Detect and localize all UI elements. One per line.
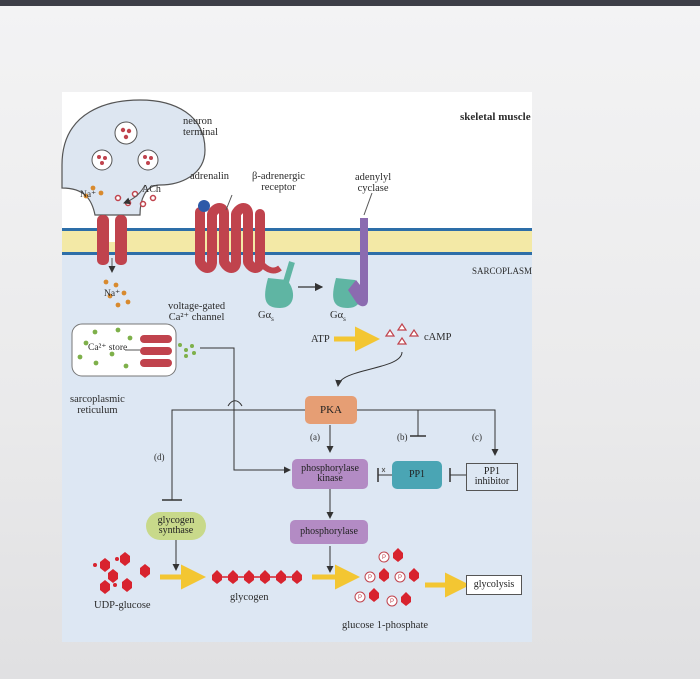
adrenalin-molecule (198, 200, 210, 212)
phosphate-label: P (358, 595, 362, 601)
g-alpha-s-protein-1 (265, 278, 294, 308)
label-ach: ACh (142, 184, 161, 195)
window-top-bar (0, 0, 700, 6)
phosphate-label: P (368, 575, 372, 581)
vesicle (91, 121, 159, 171)
phosphate-label: P (390, 599, 394, 605)
pka-box: PKA (305, 396, 357, 424)
membrane-lipid-bilayer (62, 231, 532, 252)
label-adrenalin: adrenalin (190, 171, 230, 182)
label-voltage-gated-channel: voltage-gated Ca²⁺ channel (168, 301, 226, 323)
phosphate-label: P (382, 555, 386, 561)
label-camp: cAMP (424, 332, 452, 343)
voltage-gated-ca-channel (140, 335, 172, 367)
phosphorylase-box: phosphorylase (290, 520, 368, 544)
label-sarcoplasmic-reticulum: sarcoplasmic reticulum (70, 394, 125, 416)
na-ions-intracellular (103, 279, 131, 308)
label-beta-receptor: β-adrenergic receptor (252, 171, 305, 193)
label-adenylyl-cyclase: adenylyl cyclase (355, 172, 392, 194)
glycolysis-box: glycolysis (466, 575, 522, 595)
pp1-box: PP1 (392, 461, 442, 489)
membrane-inner-line (62, 252, 532, 255)
ach-molecules (114, 190, 157, 208)
udp-dots (93, 557, 119, 587)
adenylyl-cyclase (348, 218, 368, 307)
label-d: (d) (154, 452, 165, 462)
label-a: (a) (310, 432, 320, 442)
camp-molecules (384, 322, 420, 345)
ca-ions (77, 327, 196, 369)
label-atp: ATP (311, 334, 330, 345)
label-glycogen: glycogen (230, 592, 269, 603)
label-c: (c) (472, 432, 482, 442)
pp1-inhibitor-box: PP1 inhibitor (466, 463, 518, 491)
label-na-top: Na⁺ (80, 190, 97, 200)
glycogen-synthase-box: glycogen synthase (146, 512, 206, 540)
label-b: (b) (397, 432, 408, 442)
label-neuron-terminal: neuron terminal (183, 116, 218, 138)
label-ca-store: Ca²⁺ store (88, 343, 128, 353)
membrane-outer-line (62, 228, 532, 231)
label-g-alpha-s-1: Gαs (258, 310, 274, 324)
ach-receptor-channel (97, 215, 127, 265)
label-udp-glucose: UDP-glucose (94, 600, 151, 611)
neuron-terminal (61, 99, 206, 216)
na-ions-extracellular (83, 185, 104, 199)
udp-glucose-molecules (100, 552, 150, 594)
phosphorylase-kinase-box: phosphorylase kinase (292, 459, 368, 489)
label-skeletal-muscle: skeletal muscle (460, 111, 531, 123)
label-g-alpha-s-2: Gαs (330, 310, 346, 324)
vesicle-neurotransmitter-dots (97, 127, 153, 165)
glucose-1-phosphate-molecules (354, 548, 419, 607)
phosphate-label: P (398, 575, 402, 581)
label-sarcoplasm: SARCOPLASM (472, 266, 533, 276)
label-na-bottom: Na⁺ (104, 289, 121, 299)
beta-adrenergic-receptor (195, 207, 265, 267)
label-glucose-1-phosphate: glucose 1-phosphate (342, 620, 429, 631)
